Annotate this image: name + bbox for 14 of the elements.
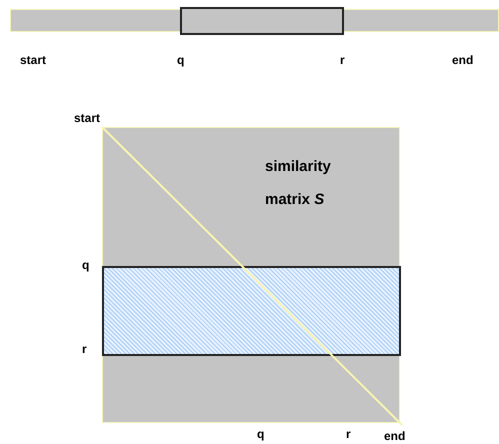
matrix-title: similarity matrix S [265,157,332,210]
axis-label: start [74,111,100,125]
highlighted-band [102,266,401,356]
axis-label: end [384,429,406,443]
position-label: r [82,342,87,356]
axis-label: end [452,53,474,67]
position-label: r [346,427,351,441]
position-label: r [340,53,345,67]
position-label: q [257,427,264,441]
position-label: q [82,258,90,272]
sequence-bar [10,9,499,32]
position-label: q [177,53,184,67]
axis-label: start [20,53,46,67]
segment-box [180,7,344,35]
